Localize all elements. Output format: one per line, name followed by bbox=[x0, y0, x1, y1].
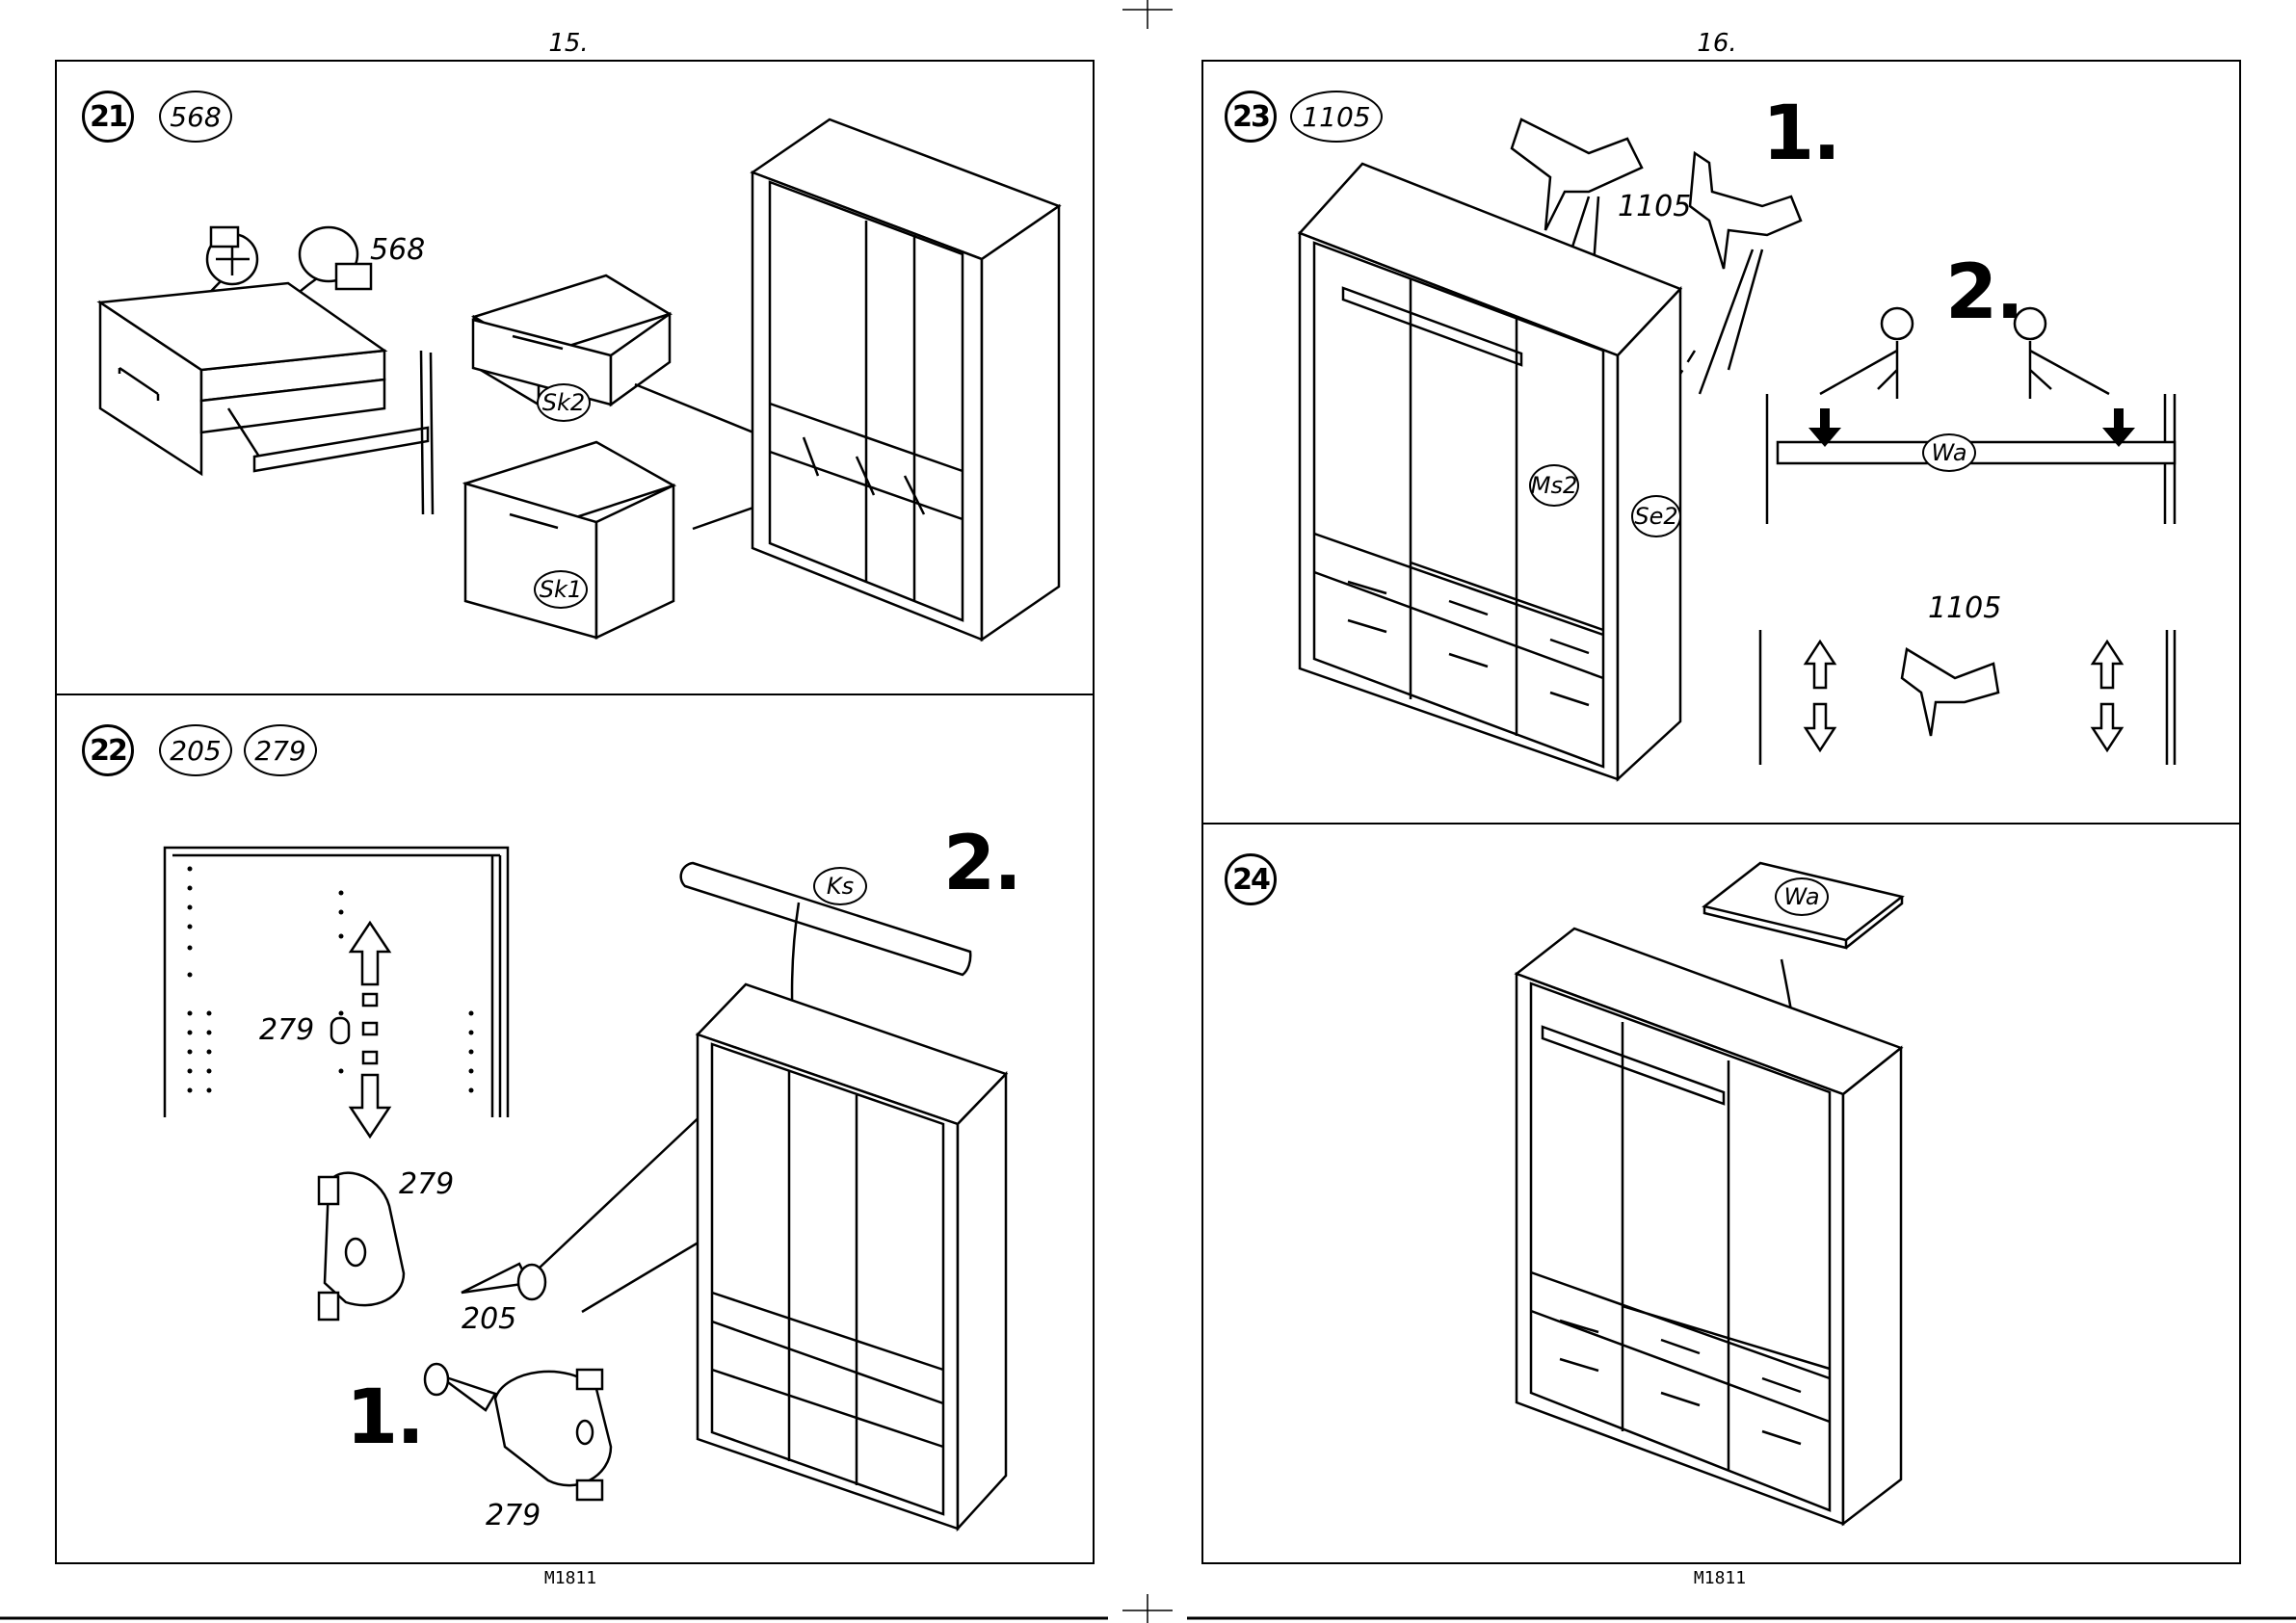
step-24-illustration bbox=[1203, 825, 2243, 1566]
support-small-label: 1105 bbox=[1928, 591, 2001, 625]
substep-1: 1. bbox=[1762, 91, 1839, 177]
screw-205-label: 205 bbox=[462, 1302, 516, 1336]
page-number-left: 15. bbox=[511, 29, 626, 58]
shelf-wa-label: Wa bbox=[1922, 433, 1976, 472]
rod-ks-label: Ks bbox=[813, 867, 867, 905]
step-23-illustration bbox=[1203, 62, 2243, 826]
substep-1: 1. bbox=[346, 1374, 423, 1461]
screw-label: 568 bbox=[370, 233, 425, 267]
substep-2: 2. bbox=[943, 821, 1020, 907]
shelf-wa-label: Wa bbox=[1775, 877, 1829, 916]
step-22-illustration bbox=[57, 695, 1096, 1566]
support-label: 1105 bbox=[1618, 190, 1691, 223]
drawer-sk2-label: Sk2 bbox=[537, 383, 591, 422]
side-se2-label: Se2 bbox=[1631, 495, 1681, 537]
step-24-panel: 24 Wa bbox=[1201, 823, 2241, 1564]
doc-id-left: M1811 bbox=[493, 1568, 647, 1588]
middle-ms2-label: Ms2 bbox=[1529, 464, 1579, 507]
step-23-panel: 23 1105 1105 1105 bbox=[1201, 60, 2241, 825]
step-21-panel: 21 568 bbox=[55, 60, 1095, 695]
page-number-right: 16. bbox=[1659, 29, 1775, 58]
doc-id-right: M1811 bbox=[1643, 1568, 1797, 1588]
hole-label: 279 bbox=[259, 1013, 314, 1047]
substep-2: 2. bbox=[1945, 249, 2022, 336]
bracket-bottom-label: 279 bbox=[486, 1499, 541, 1532]
bracket-top-label: 279 bbox=[399, 1167, 454, 1201]
step-22-panel: 22 205 279 bbox=[55, 694, 1095, 1564]
drawer-sk1-label: Sk1 bbox=[534, 570, 588, 609]
